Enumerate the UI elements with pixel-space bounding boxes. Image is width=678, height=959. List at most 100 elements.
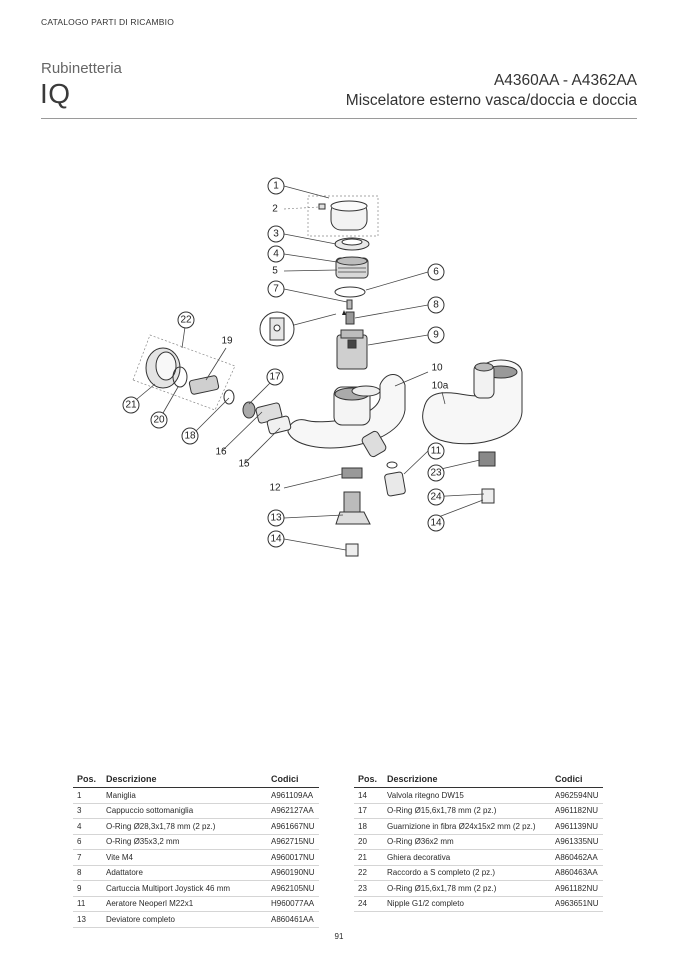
cell-code: A860462AA [551, 849, 603, 866]
cell-desc: Nipple G1/2 completo [383, 896, 551, 912]
callout-7: 7 [267, 280, 285, 298]
cell-pos: 24 [354, 896, 383, 912]
svg-text:8: 8 [433, 300, 439, 311]
cell-desc: O-Ring Ø36x2 mm [383, 834, 551, 850]
cell-pos: 8 [73, 865, 102, 881]
part-oring-6 [334, 286, 366, 298]
cell-code: A860461AA [267, 911, 319, 928]
callout-21: 21 [122, 396, 140, 414]
cell-code: A961139NU [551, 818, 603, 835]
svg-text:23: 23 [430, 468, 442, 479]
callout-9: 9 [427, 326, 445, 344]
cell-desc: O-Ring Ø28,3x1,78 mm (2 pz.) [102, 818, 267, 835]
part-s-union [145, 347, 292, 435]
cell-code: A961109AA [267, 787, 319, 804]
cell-desc: O-Ring Ø15,6x1,78 mm (2 pz.) [383, 880, 551, 897]
part-diverter [335, 467, 371, 557]
svg-text:14: 14 [270, 534, 282, 545]
callout-20: 20 [150, 411, 168, 429]
part-screw-adapter [342, 299, 355, 325]
cell-pos: 11 [73, 896, 102, 912]
svg-text:1: 1 [273, 181, 279, 192]
part-body-10 [287, 374, 406, 458]
col-desc: Descrizione [102, 772, 267, 788]
cell-pos: 1 [73, 787, 102, 804]
exploded-diagram: 1 2 3 4 5 6 7 8 9 10 10a 11 12 13 14 14 … [122, 177, 523, 557]
svg-text:24: 24 [430, 492, 442, 503]
part-right-fittings [384, 451, 496, 504]
cell-code: A961335NU [551, 834, 603, 850]
callout-6: 6 [427, 263, 445, 281]
svg-text:19: 19 [221, 336, 233, 347]
cell-code: A963651NU [551, 896, 603, 912]
callout-24: 24 [427, 488, 445, 506]
callout-12: 12 [269, 483, 281, 494]
cell-desc: Maniglia [102, 787, 267, 804]
cell-pos: 7 [73, 849, 102, 866]
callout-1: 1 [267, 177, 285, 195]
svg-text:7: 7 [273, 284, 279, 295]
callout-22: 22 [177, 311, 195, 329]
cell-desc: Aeratore Neoperl M22x1 [102, 896, 267, 912]
cell-desc: Adattatore [102, 865, 267, 881]
cell-code: A962594NU [551, 787, 603, 804]
product-subtitle: Miscelatore esterno vasca/doccia e docci… [345, 92, 637, 109]
svg-text:13: 13 [270, 513, 282, 524]
cell-pos: 22 [354, 865, 383, 881]
callout-10a: 10a [432, 381, 449, 392]
group-box-s-union [132, 334, 236, 411]
cell-pos: 3 [73, 803, 102, 819]
cell-pos: 6 [73, 834, 102, 850]
svg-text:4: 4 [273, 249, 279, 260]
col-code: Codici [551, 772, 603, 788]
cell-code: A962105NU [267, 880, 319, 897]
svg-text:17: 17 [269, 372, 281, 383]
col-code: Codici [267, 772, 319, 788]
callout-14-left: 14 [267, 530, 285, 548]
callout-2: 2 [272, 204, 278, 215]
part-handle [318, 200, 368, 231]
cell-code: A961182NU [551, 880, 603, 897]
cell-desc: O-Ring Ø35x3,2 mm [102, 834, 267, 850]
part-cartridge [336, 329, 368, 370]
cell-code: A960017NU [267, 849, 319, 866]
part-cap [334, 237, 370, 251]
cell-pos: 23 [354, 880, 383, 897]
table-header-row: Pos. Descrizione Codici [354, 772, 603, 788]
cell-desc: Ghiera decorativa [383, 849, 551, 866]
table-header-row: Pos. Descrizione Codici [73, 772, 319, 788]
svg-text:22: 22 [180, 315, 192, 326]
cell-desc: Valvola ritegno DW15 [383, 787, 551, 804]
part-detail-view [259, 311, 337, 347]
cell-code: A961182NU [551, 803, 603, 819]
svg-text:5: 5 [272, 266, 278, 277]
cell-pos: 14 [354, 787, 383, 804]
svg-text:15: 15 [238, 459, 250, 470]
brand-label: Rubinetteria [41, 60, 122, 77]
cell-desc: Cappuccio sottomaniglia [102, 803, 267, 819]
callout-13: 13 [267, 509, 285, 527]
svg-text:9: 9 [433, 330, 439, 341]
cell-code: H960077AA [267, 896, 319, 912]
svg-text:3: 3 [273, 229, 279, 240]
leader-lines [130, 185, 485, 551]
cell-code: A860463AA [551, 865, 603, 881]
cell-code: A961667NU [267, 818, 319, 835]
group-box-handle [307, 195, 379, 237]
page-number: 91 [334, 932, 344, 941]
cell-pos: 17 [354, 803, 383, 819]
cell-desc: Deviatore completo [102, 911, 267, 928]
